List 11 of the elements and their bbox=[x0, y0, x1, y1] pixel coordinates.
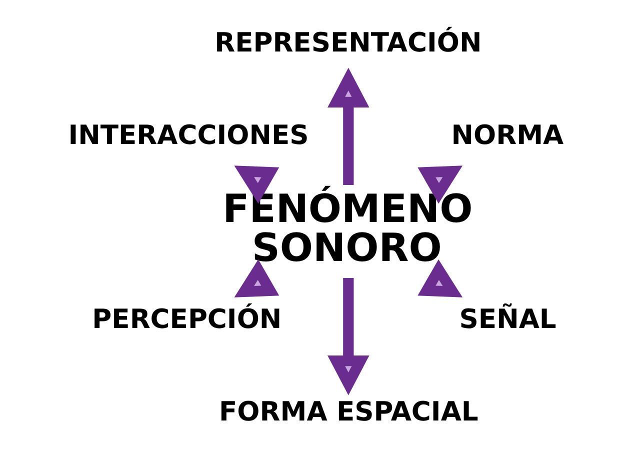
arrow bbox=[327, 68, 369, 185]
node-text: PERCEPCIÓN bbox=[92, 304, 282, 336]
node-text: FENÓMENO SONORO bbox=[222, 186, 472, 271]
node-text: SEÑAL bbox=[458, 304, 556, 336]
node-text: FORMA ESPACIAL bbox=[218, 396, 478, 428]
node-text: INTERACCIONES bbox=[68, 120, 308, 151]
arrow bbox=[234, 259, 279, 298]
arrow bbox=[327, 278, 369, 396]
arrow bbox=[234, 166, 279, 204]
node-text: NORMA bbox=[450, 120, 564, 151]
node-text: REPRESENTACIÓN bbox=[214, 28, 482, 59]
